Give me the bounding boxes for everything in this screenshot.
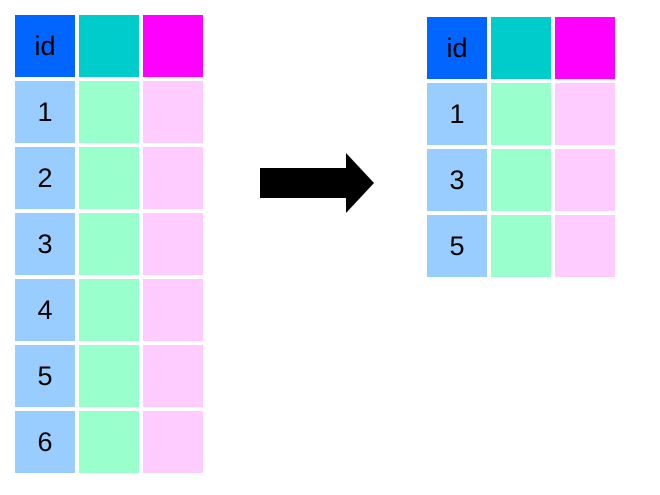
- pink-cell: [555, 215, 615, 277]
- teal-header-cell: [491, 17, 551, 79]
- id-cell: 3: [15, 213, 75, 275]
- id-cell: 3: [427, 149, 487, 211]
- table-row: 6: [15, 411, 203, 473]
- header-row: id: [427, 17, 615, 79]
- magenta-header-cell: [555, 17, 615, 79]
- table-row: 5: [15, 345, 203, 407]
- green-cell: [79, 213, 139, 275]
- pink-cell: [555, 149, 615, 211]
- magenta-header-cell: [143, 15, 203, 77]
- table-row: 2: [15, 147, 203, 209]
- green-cell: [491, 83, 551, 145]
- teal-header-cell: [79, 15, 139, 77]
- table-row: 1: [427, 83, 615, 145]
- table-row: 4: [15, 279, 203, 341]
- id-cell: 4: [15, 279, 75, 341]
- green-cell: [79, 411, 139, 473]
- id-cell: 1: [427, 83, 487, 145]
- table-row: 1: [15, 81, 203, 143]
- pink-cell: [143, 279, 203, 341]
- green-cell: [79, 279, 139, 341]
- pink-cell: [555, 83, 615, 145]
- source-table: id 1 2 3 4 5 6: [15, 15, 203, 477]
- table-row: 3: [15, 213, 203, 275]
- pink-cell: [143, 345, 203, 407]
- pink-cell: [143, 81, 203, 143]
- table-row: 5: [427, 215, 615, 277]
- id-cell: 5: [15, 345, 75, 407]
- green-cell: [79, 345, 139, 407]
- id-header-cell: id: [15, 15, 75, 77]
- green-cell: [79, 81, 139, 143]
- pink-cell: [143, 213, 203, 275]
- green-cell: [491, 215, 551, 277]
- green-cell: [491, 149, 551, 211]
- pink-cell: [143, 147, 203, 209]
- header-row: id: [15, 15, 203, 77]
- green-cell: [79, 147, 139, 209]
- right-arrow-icon: [260, 153, 374, 213]
- id-cell: 5: [427, 215, 487, 277]
- id-header-cell: id: [427, 17, 487, 79]
- id-cell: 6: [15, 411, 75, 473]
- filtered-table: id 1 3 5: [427, 17, 615, 281]
- table-row: 3: [427, 149, 615, 211]
- pink-cell: [143, 411, 203, 473]
- id-cell: 1: [15, 81, 75, 143]
- id-cell: 2: [15, 147, 75, 209]
